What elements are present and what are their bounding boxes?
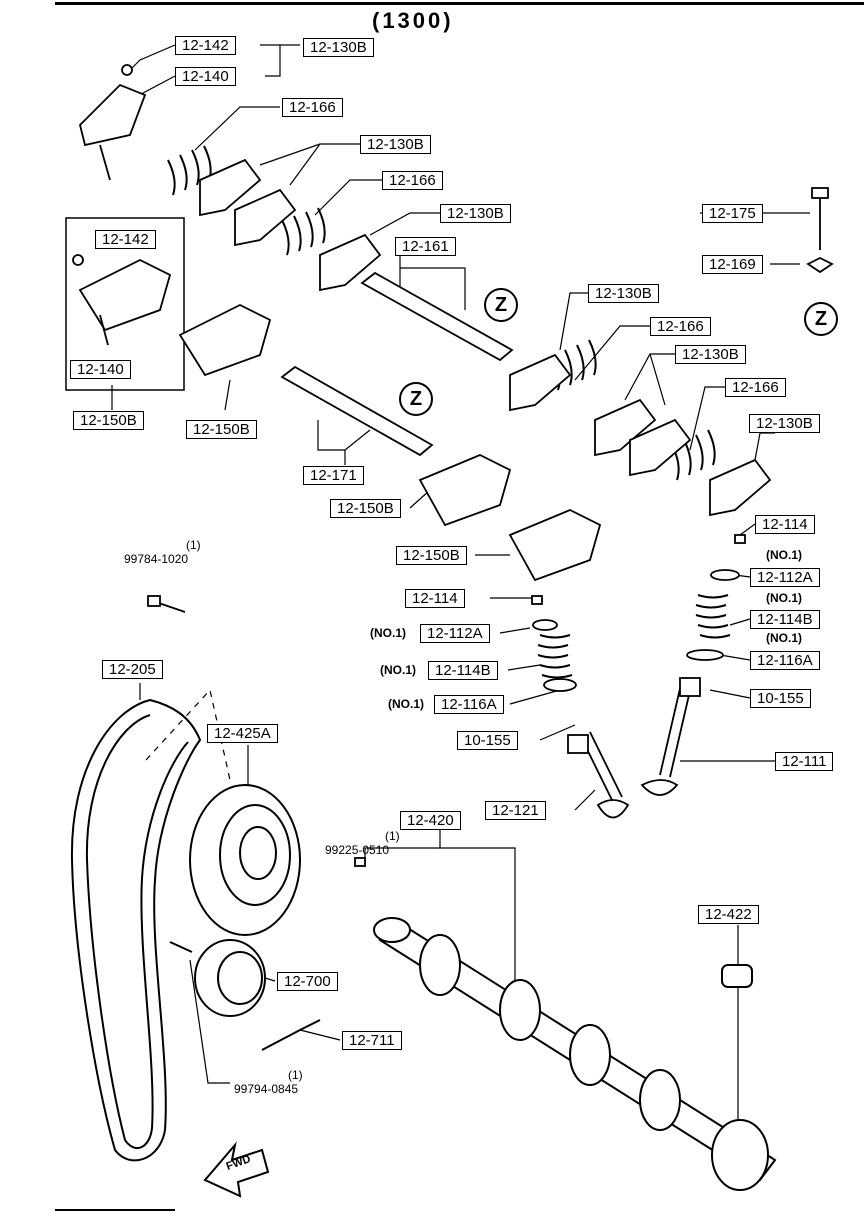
label-12-114B: 12-114B <box>750 610 820 629</box>
label-12-205: 12-205 <box>102 660 163 679</box>
camshaft <box>373 917 777 1191</box>
label-12-112A: 12-112A <box>750 568 820 587</box>
valves <box>532 569 740 819</box>
label-12-425A: 12-425A <box>207 724 278 743</box>
label-12-130B: 12-130B <box>749 414 820 433</box>
label-12-130B: 12-130B <box>303 38 374 57</box>
label-12-150B: 12-150B <box>396 546 467 565</box>
z-marker: Z <box>804 302 838 336</box>
label-12-166: 12-166 <box>725 378 786 397</box>
label-12-140: 12-140 <box>70 360 131 379</box>
quantity: (1) <box>186 538 201 552</box>
label-12-114: 12-114 <box>405 589 465 608</box>
group-box <box>65 217 185 391</box>
cam-pulley <box>189 784 301 936</box>
small-parts <box>72 64 834 867</box>
label-12-700: 12-700 <box>277 972 338 991</box>
label-12-114: 12-114 <box>755 515 815 534</box>
diagram-title: (1300) <box>372 8 454 33</box>
label-12-150B: 12-150B <box>73 411 144 430</box>
prefix-no1: (NO.1) <box>766 591 802 605</box>
timing-belt <box>70 688 231 1162</box>
label-12-142: 12-142 <box>175 36 236 55</box>
label-12-116A: 12-116A <box>434 695 504 714</box>
label-12-166: 12-166 <box>282 98 343 117</box>
label-12-140: 12-140 <box>175 67 236 86</box>
label-12-711: 12-711 <box>342 1031 402 1050</box>
label-12-111: 12-111 <box>775 752 834 771</box>
bottom-rule <box>55 1209 175 1211</box>
label-12-169: 12-169 <box>702 255 763 274</box>
label-12-150B: 12-150B <box>330 499 401 518</box>
quantity: (1) <box>385 829 400 843</box>
prefix-no1: (NO.1) <box>370 626 406 640</box>
label-12-130B: 12-130B <box>440 204 511 223</box>
label-12-166: 12-166 <box>382 171 443 190</box>
z-marker: Z <box>484 288 518 322</box>
label-12-171: 12-171 <box>303 466 364 485</box>
prefix-no1: (NO.1) <box>380 663 416 677</box>
leader-lines <box>109 44 810 1150</box>
label-12-130B: 12-130B <box>588 284 659 303</box>
label-12-112A: 12-112A <box>420 624 490 643</box>
tensioner <box>169 939 321 1051</box>
label-12-116A: 12-116A <box>750 651 820 670</box>
bolt-number: 99794-0845 <box>234 1082 299 1096</box>
fwd-arrow <box>203 1141 270 1198</box>
label-12-142: 12-142 <box>95 230 156 249</box>
bolt-number: 99225-0510 <box>325 843 390 857</box>
shafts <box>280 271 514 457</box>
prefix-no1: (NO.1) <box>766 631 802 645</box>
label-10-155: 10-155 <box>457 731 518 750</box>
label-12-130B: 12-130B <box>675 345 746 364</box>
rocker-arms <box>78 83 772 582</box>
top-rule <box>55 2 864 5</box>
label-10-155: 10-155 <box>750 689 811 708</box>
prefix-no1: (NO.1) <box>388 697 424 711</box>
label-12-161: 12-161 <box>395 237 456 256</box>
z-marker: Z <box>399 382 433 416</box>
label-12-166: 12-166 <box>650 317 711 336</box>
prefix-no1: (NO.1) <box>766 548 802 562</box>
label-12-150B: 12-150B <box>186 420 257 439</box>
label-12-130B: 12-130B <box>360 135 431 154</box>
label-12-420: 12-420 <box>400 811 461 830</box>
quantity: (1) <box>288 1068 303 1082</box>
bolt-number: 99784-1020 <box>124 552 189 566</box>
label-12-175: 12-175 <box>702 204 763 223</box>
label-12-422: 12-422 <box>698 905 759 924</box>
label-12-121: 12-121 <box>485 801 546 820</box>
label-12-114B: 12-114B <box>428 661 498 680</box>
